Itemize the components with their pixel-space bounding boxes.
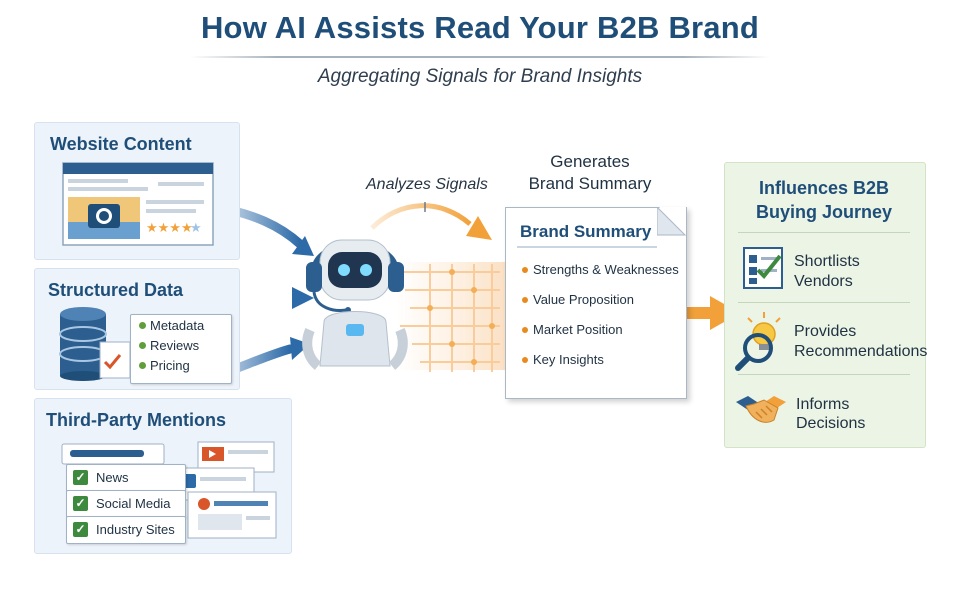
media-cards-icon: [61, 441, 277, 539]
check-icon: ✓: [73, 522, 88, 537]
third-party-title: Third-Party Mentions: [46, 410, 227, 430]
brand-summary-divider: [517, 246, 657, 248]
brand-summary-document: [505, 207, 687, 399]
structured-item-reviews: Reviews: [150, 338, 200, 353]
database-icon: [59, 307, 107, 381]
outcomes-divider: [738, 374, 910, 375]
bullet-icon: [522, 357, 528, 363]
bullet-icon: [139, 322, 146, 329]
summary-item-strengths: Strengths & Weaknesses: [533, 262, 679, 277]
bullet-icon: [139, 342, 146, 349]
svg-text:★★★★: ★★★★: [146, 221, 193, 236]
summary-item-market-position: Market Position: [533, 322, 623, 337]
outcomes-divider: [738, 302, 910, 303]
website-browser-icon: ★★★★ ★: [62, 162, 214, 246]
outcomes-panel: [724, 162, 926, 448]
handshake-icon: [736, 396, 786, 423]
third-party-item-social-media: Social Media: [96, 496, 171, 511]
arrow-analyze: [370, 203, 472, 230]
title-divider: [190, 56, 770, 58]
checklist-doc-icon: [99, 341, 131, 379]
lightbulb-magnifier-icon: [735, 312, 781, 371]
page-fold-icon: [657, 207, 687, 236]
page-subtitle: Aggregating Signals for Brand Insights: [317, 66, 643, 87]
structured-item-metadata: Metadata: [150, 318, 205, 333]
outcomes-divider: [738, 232, 910, 233]
social-chip: [66, 490, 186, 518]
ai-robot-icon: [302, 239, 408, 370]
analyzes-signals-label: Analyzes Signals: [366, 176, 488, 193]
outcomes-title-line2: Buying Journey: [755, 202, 893, 222]
structured-item-pricing: Pricing: [150, 358, 190, 373]
check-icon: ✓: [73, 470, 88, 485]
website-content-title: Website Content: [50, 134, 192, 154]
bullet-icon: [522, 297, 528, 303]
structured-items-card: [130, 314, 232, 384]
page-title: How AI Assists Read Your B2B Brand: [200, 10, 760, 45]
outcomes-title-line1: Influences B2B: [758, 178, 890, 198]
structured-data-title: Structured Data: [48, 280, 184, 300]
generates-label-line1: Generates: [550, 152, 630, 171]
outcome-shortlists-line1: Shortlists: [794, 253, 860, 270]
summary-item-key-insights: Key Insights: [533, 352, 604, 367]
svg-text:★: ★: [190, 221, 202, 236]
arrow-summary-to-outcomes: [682, 307, 712, 319]
outcome-recommendations-line2: Recommendations: [794, 343, 928, 360]
checklist-icon: [743, 247, 783, 289]
outcome-recommendations-line1: Provides: [794, 323, 857, 340]
check-icon: ✓: [73, 496, 88, 511]
bullet-icon: [139, 362, 146, 369]
third-party-item-industry-sites: Industry Sites: [96, 522, 175, 537]
bullet-icon: [522, 267, 528, 273]
brand-summary-title: Brand Summary: [520, 222, 652, 241]
third-party-item-news: News: [96, 470, 129, 485]
outcome-shortlists-line2: Vendors: [794, 273, 853, 290]
bullet-icon: [522, 327, 528, 333]
outcome-decisions-line2: Decisions: [796, 415, 866, 432]
outcome-decisions-line1: Informs: [796, 396, 850, 413]
outcomes-title: Influences B2B Buying Journey: [724, 176, 924, 224]
circuit-pattern: [395, 262, 505, 372]
summary-item-value-proposition: Value Proposition: [533, 292, 634, 307]
generates-label-line2: Brand Summary: [528, 174, 652, 193]
